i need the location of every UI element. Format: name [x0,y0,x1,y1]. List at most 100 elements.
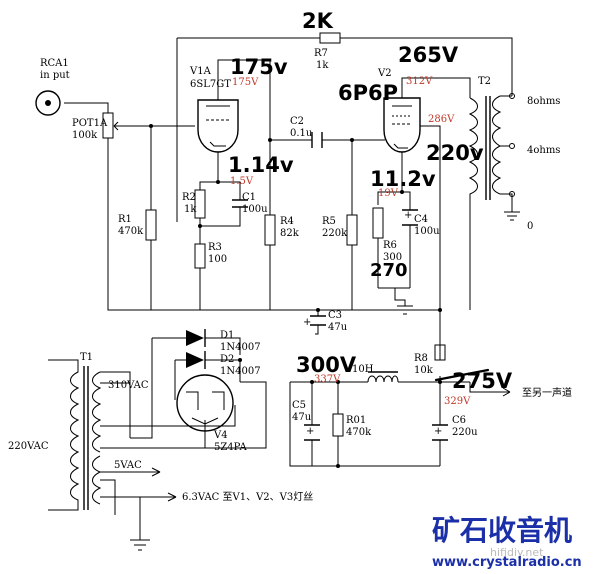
v1-tube [197,99,239,153]
c5-name: C5 [292,400,306,411]
c1-name: C1 [242,192,256,203]
r2-value: 1k [184,204,197,215]
v1-cathode-voltage: 1.5V [230,176,254,187]
tap-0[interactable] [509,191,515,197]
junction-dot [316,308,320,312]
r6-value: 300 [383,252,402,263]
junction-dot [438,380,442,384]
c3-plates [310,315,326,326]
v2-plate-voltage: 312V [406,76,433,87]
filament-arrows [140,467,177,502]
ground-symbol [130,539,150,551]
d2-type: 1N4007 [220,366,261,377]
c5-value: 47u [292,412,312,423]
r8-name: R8 [414,353,428,364]
r01-value: 470k [346,427,372,438]
junction-dots [149,124,442,468]
c1-value: 100u [242,204,268,215]
to-other-channel: 至另一声道 [522,386,572,399]
tap-8ohm[interactable] [509,93,515,99]
t2-tap1: 8ohms [527,96,560,107]
rca-name: RCA1 [40,58,69,69]
watermark-url: www.crystalradio.cn [432,555,582,570]
t1-name: T1 [80,352,93,363]
choke-inductor [367,371,399,383]
c5-voltage: 337V [314,374,341,385]
r4-value: 82k [280,228,300,239]
v4-type: 5Z4PA [214,442,247,453]
c5-plus: + [306,426,314,437]
c6-voltage: 329V [444,396,471,407]
c4-plates [402,209,418,226]
r7-body [319,32,341,44]
junction-dot [238,358,242,362]
c2-name: C2 [290,116,304,127]
t2-transformer [468,95,502,200]
junction-dot [268,138,272,142]
wires-amplifier [64,37,513,345]
d1-type: 1N4007 [220,342,261,353]
junction-dot [438,308,442,312]
r6-name: R6 [383,240,397,251]
hw-r6: 270 [370,260,408,281]
pot-wiper-arrow [113,121,120,131]
watermark-site: hifidiy.net [490,546,544,559]
pot-value: 100k [72,130,98,141]
hw-c6: 275V [452,369,513,393]
c2-value: 0.1u [290,128,313,139]
hw-v2-cathode: 11.2v [370,167,436,191]
r5-body [346,214,358,246]
v2-name: V2 [377,68,392,79]
v4-tube [176,374,234,432]
t1-transformer [48,359,131,511]
c4-name: C4 [414,214,428,225]
r2-body [194,189,206,219]
c3-value: 47u [328,322,348,333]
junction-dot [336,380,340,384]
ground-symbol [397,305,413,315]
hw-v2-screen: 220v [426,141,484,165]
pot-name: POT1A [72,118,108,129]
junction-dot [310,380,314,384]
r1-name: R1 [118,214,132,225]
r3-name: R3 [208,242,222,253]
tap-4ohm[interactable] [509,143,515,149]
v1-plate-voltage: 175V [232,77,259,88]
c5-plates [304,424,320,441]
c6-plates [432,424,448,441]
t2-tap2: 4ohms [527,145,560,156]
junction-dot [198,224,202,228]
rca-jack [35,90,61,116]
r2-name: R2 [182,192,196,203]
hw-v1-cathode: 1.14v [228,153,294,177]
v1-type: 6SL7GT [190,79,231,90]
hw-v1-plate: 175v [230,55,288,79]
to-other-arrow [502,387,511,397]
hw-c5: 300V [296,353,357,377]
rca-sub: in put [40,70,70,81]
v2-tube [383,97,421,153]
r01-body [332,413,344,437]
junction-dot [350,138,354,142]
junction-dot [216,180,220,184]
r5-value: 220k [322,228,348,239]
r1-value: 470k [118,226,144,237]
d1-name: D1 [220,330,234,341]
hw-stroke [434,368,490,382]
r01-name: R01 [346,415,366,426]
hw-r7: 2K [302,9,334,33]
r8-value: 10k [414,365,434,376]
c6-name: C6 [452,415,466,426]
c4-value: 100u [414,226,440,237]
junction-dot [400,190,404,194]
t1-fil63: 6.3VAC 至V1、V2、V3灯丝 [182,491,313,503]
r1-body [145,209,157,241]
wires-supply [100,337,510,540]
watermark-logo: 矿石收音机 [432,514,572,547]
c6-value: 220u [452,427,478,438]
r7-name: R7 [314,48,328,59]
d1-diode [186,329,206,347]
t1-primary: 220VAC [8,441,49,452]
r4-body [264,214,276,246]
r5-name: R5 [322,216,336,227]
